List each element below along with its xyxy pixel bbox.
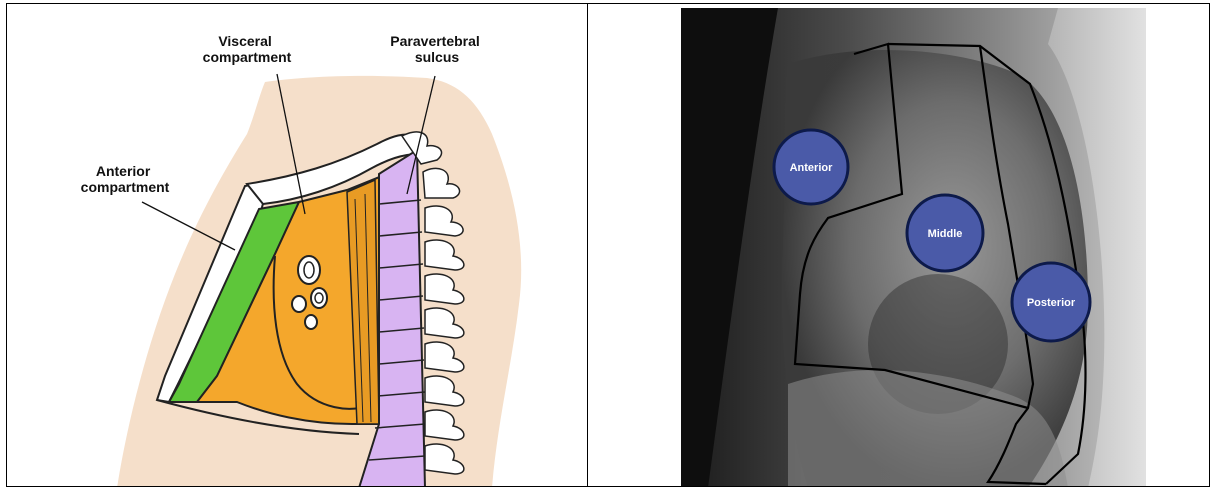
vessel-1 [298, 256, 320, 284]
anterior-label: Anterior compartment [81, 163, 170, 195]
vessel-3 [292, 296, 306, 312]
xray-panel: Anterior Middle Posterior [588, 4, 1210, 486]
zone-middle-label: Middle [928, 228, 963, 240]
zone-posterior: Posterior [1012, 263, 1090, 341]
paravertebral-label: Paravertebral sulcus [390, 33, 483, 65]
zone-anterior: Anterior [774, 130, 848, 204]
lateral-chest-xray: Anterior Middle Posterior [588, 4, 1210, 486]
vessel-2 [311, 288, 327, 308]
vessel-4 [305, 315, 317, 329]
zone-posterior-label: Posterior [1027, 297, 1076, 309]
zone-middle: Middle [907, 195, 983, 271]
zone-anterior-label: Anterior [790, 162, 834, 174]
mediastinum-illustration-panel: Visceral compartment Paravertebral sulcu… [7, 4, 587, 486]
visceral-label: Visceral compartment [203, 33, 292, 65]
mediastinum-illustration: Visceral compartment Paravertebral sulcu… [7, 4, 587, 486]
figure-frame: Visceral compartment Paravertebral sulcu… [6, 3, 1210, 487]
